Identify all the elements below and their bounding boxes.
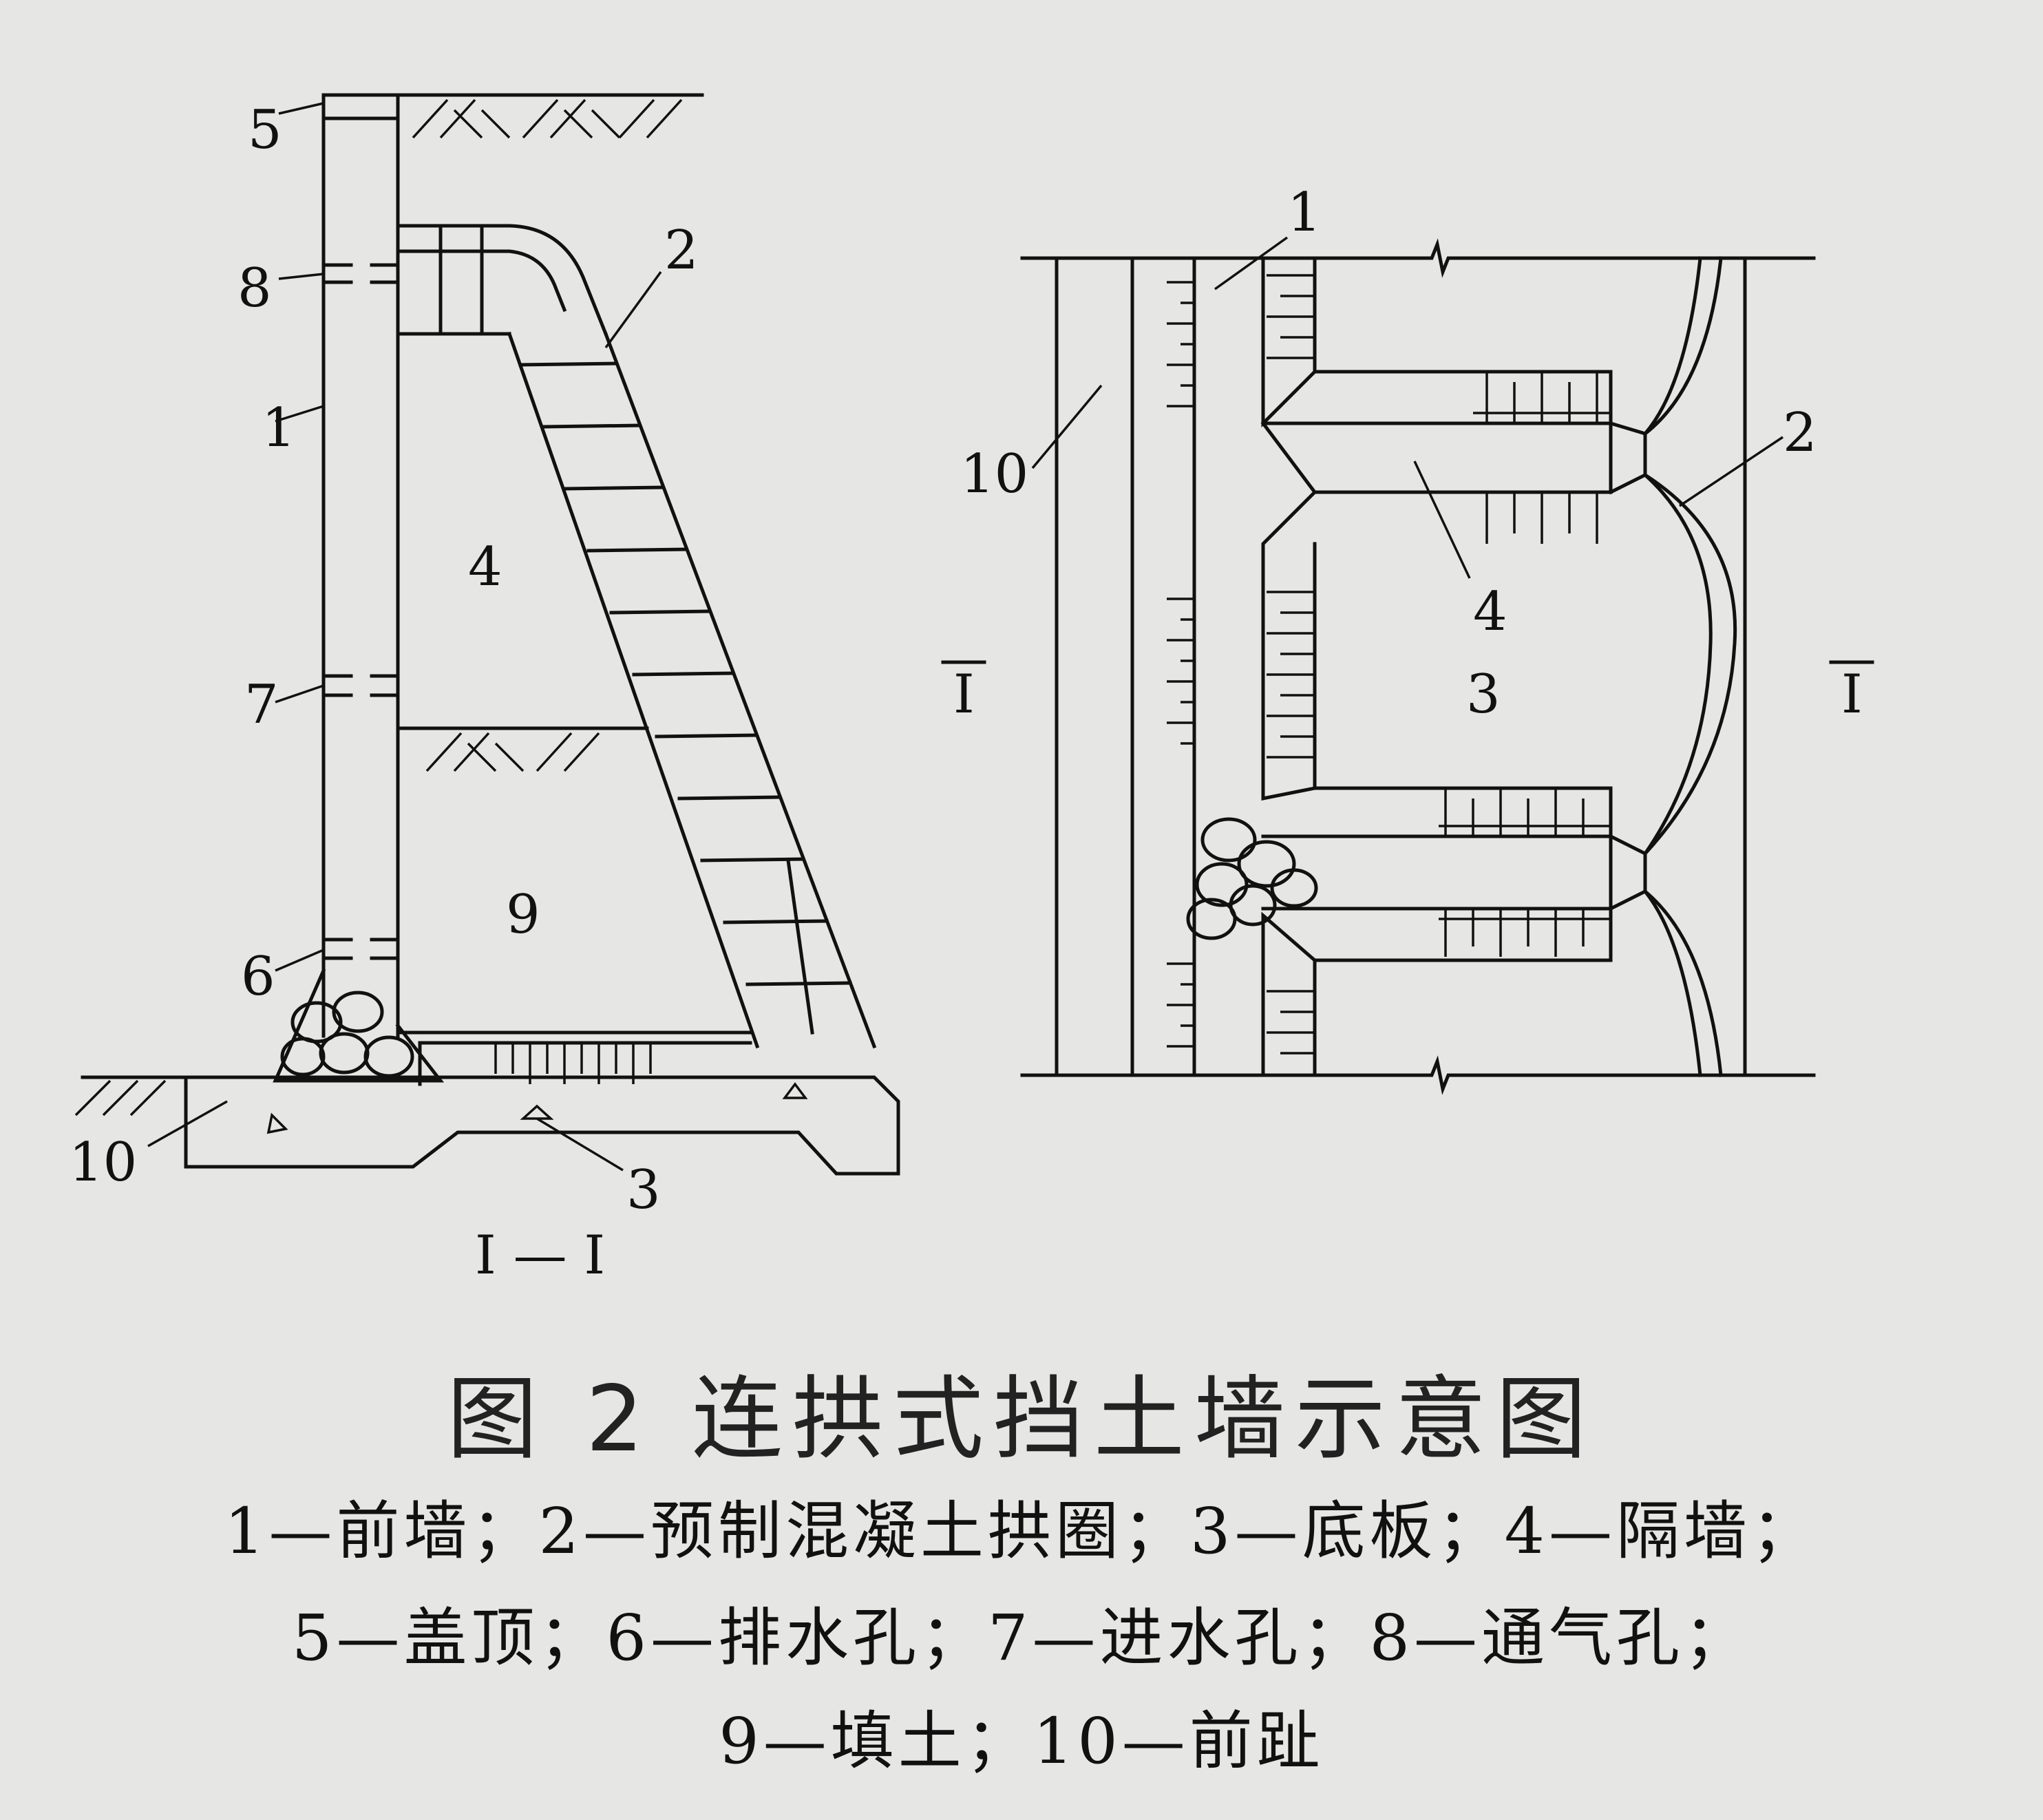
label-5: 5 bbox=[248, 99, 282, 161]
plan-rubble bbox=[1186, 817, 1318, 940]
label-9: 9 bbox=[506, 884, 540, 946]
label-6: 6 bbox=[241, 946, 275, 1008]
ground-hatch-left bbox=[74, 1079, 167, 1117]
label-8: 8 bbox=[237, 257, 272, 319]
figure-title: 图 2 连拱式挡土墙示意图 bbox=[447, 1366, 1596, 1472]
legend-line-2: 5—盖顶；6—排水孔；7—进水孔；8—通气孔； bbox=[291, 1601, 1752, 1675]
partition-ticks bbox=[1267, 274, 1611, 1055]
base-slab bbox=[184, 1075, 900, 1176]
label-1: 1 bbox=[262, 397, 296, 459]
cut-mark-right: I bbox=[1841, 664, 1863, 726]
ground-hatch-top bbox=[412, 98, 683, 139]
plan-label-4: 4 bbox=[1473, 581, 1507, 643]
front-wall-ticks bbox=[1167, 281, 1194, 1048]
plan-leader-lines bbox=[1031, 236, 1783, 579]
label-7: 7 bbox=[244, 674, 279, 736]
label-3: 3 bbox=[626, 1159, 661, 1221]
section-view: 5 8 1 7 6 10 4 9 2 3 I — I bbox=[69, 93, 900, 1287]
pipes bbox=[321, 263, 400, 960]
plan-label-1: 1 bbox=[1287, 182, 1322, 244]
plan-label-3: 3 bbox=[1466, 664, 1501, 726]
fill-hatch bbox=[425, 732, 600, 772]
label-4: 4 bbox=[468, 536, 502, 598]
cut-mark-left: I bbox=[953, 664, 975, 726]
section-mark: I — I bbox=[475, 1225, 605, 1287]
arch-rings bbox=[1608, 256, 1737, 1077]
label-2: 2 bbox=[664, 220, 699, 282]
rubble-drain bbox=[273, 968, 445, 1083]
label-10: 10 bbox=[69, 1132, 137, 1194]
plan-view: 1 2 10 4 3 I I bbox=[941, 182, 1874, 1095]
plan-label-2: 2 bbox=[1783, 402, 1817, 464]
base-ticks bbox=[494, 1043, 652, 1084]
arch-ring-blocks bbox=[518, 361, 852, 1035]
legend-line-1: 1—前墙；2—预制混凝土拱圈；3—底板；4—隔墙； bbox=[224, 1494, 1819, 1568]
plan-label-10: 10 bbox=[960, 443, 1028, 505]
legend-line-3: 9—填土；10—前趾 bbox=[719, 1704, 1324, 1778]
leader-lines bbox=[147, 102, 662, 1172]
